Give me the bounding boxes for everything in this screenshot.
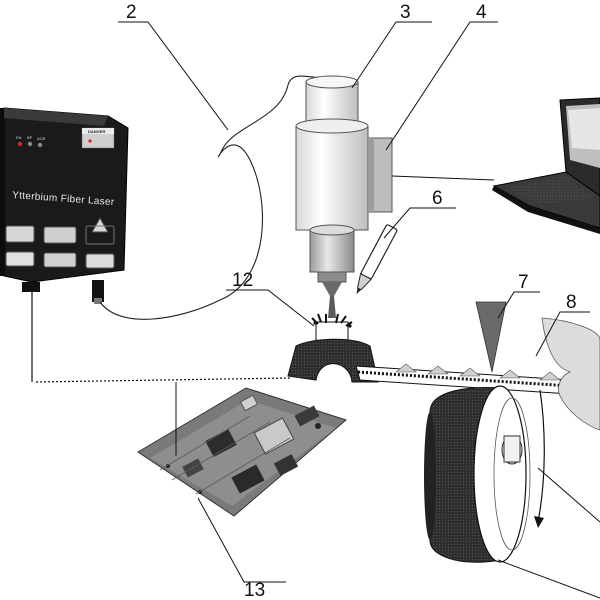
feed-sheet — [541, 317, 600, 431]
device-buttons — [5, 216, 115, 269]
indicator-label-acb: ACB — [37, 136, 46, 141]
printed-circuit-board — [137, 387, 348, 517]
callout-12: 12 — [232, 270, 253, 291]
callout-8: 8 — [566, 292, 577, 313]
laptop — [492, 97, 600, 234]
curved-substrate — [287, 338, 379, 383]
callout-6: 6 — [432, 188, 443, 209]
spray-nozzle-pen — [356, 224, 398, 295]
indicator-label-bp: BP — [27, 135, 33, 140]
laser-head — [295, 75, 393, 296]
indicator-panel: EN BP ACB — [16, 135, 46, 148]
danger-sticker: DANGER — [81, 127, 115, 149]
callout-4: 4 — [476, 2, 487, 23]
callout-7: 7 — [518, 272, 529, 293]
callout-leaders — [118, 21, 590, 583]
optical-fiber — [99, 75, 331, 320]
dispensing-nozzle — [475, 301, 507, 373]
callout-labels: 2 3 4 6 7 8 12 13 — [126, 2, 577, 600]
conveyor-belt — [355, 363, 600, 397]
danger-label: DANGER — [88, 129, 105, 134]
callout-13: 13 — [244, 580, 265, 600]
fiber-laser-device: EN BP ACB DANGER Ytterbium Fiber Laser — [0, 107, 129, 304]
laser-beam — [328, 296, 336, 318]
indicator-label-en: EN — [16, 135, 22, 140]
callout-3: 3 — [400, 2, 411, 23]
callout-2: 2 — [126, 2, 137, 23]
laser-spot-splash — [311, 313, 353, 343]
roller-wheel — [424, 385, 545, 563]
